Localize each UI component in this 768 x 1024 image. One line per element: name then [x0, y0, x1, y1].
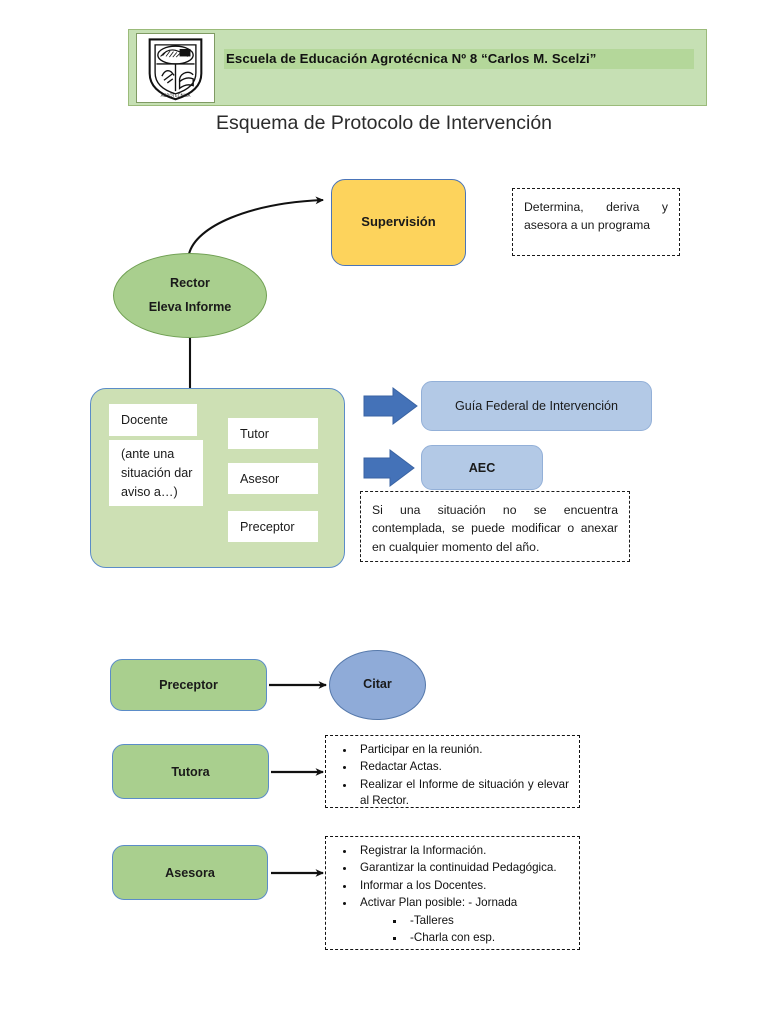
list-item: Activar Plan posible: - Jornada -Tallere… [356, 895, 569, 946]
note-modificar: Si una situación no se encuentra contemp… [360, 491, 630, 562]
block-arrow-guia-federal [363, 387, 418, 425]
svg-text:AGROTECNICA: AGROTECNICA [161, 93, 191, 98]
node-rector[interactable]: Rector Eleva Informe [113, 253, 267, 338]
list-item: Informar a los Docentes. [356, 878, 569, 894]
box-tutor[interactable]: Tutor [228, 418, 318, 449]
asesora-task-note: Registrar la Información. Garantizar la … [325, 836, 580, 950]
list-item: Registrar la Información. [356, 843, 569, 859]
box-docente[interactable]: Docente [109, 404, 197, 436]
tutora-task-list: Participar en la reunión. Redactar Actas… [330, 742, 569, 807]
box-docente-note: (ante una situación dar aviso a…) [109, 440, 203, 506]
arrow-rector-to-supervision [187, 196, 324, 255]
school-crest-logo: AGROTECNICA [136, 33, 215, 103]
box-aec[interactable]: AEC [421, 445, 543, 490]
block-arrow-aec [363, 449, 415, 487]
list-item: Garantizar la continuidad Pedagógica. [356, 860, 569, 876]
asesora-subtask-list: -Talleres -Charla con esp. [360, 913, 569, 947]
list-item: Realizar el Informe de situación y eleva… [356, 777, 569, 807]
role-tutora[interactable]: Tutora [112, 744, 269, 799]
box-asesor[interactable]: Asesor [228, 463, 318, 494]
tutora-task-note: Participar en la reunión. Redactar Actas… [325, 735, 580, 808]
role-preceptor[interactable]: Preceptor [110, 659, 267, 711]
list-item: -Charla con esp. [406, 930, 569, 946]
page-title: Esquema de Protocolo de Intervención [215, 112, 553, 134]
role-asesora[interactable]: Asesora [112, 845, 268, 900]
box-guia-federal[interactable]: Guía Federal de Intervención [421, 381, 652, 431]
list-item: Redactar Actas. [356, 759, 569, 775]
node-citar[interactable]: Citar [329, 650, 426, 720]
list-item-label: Activar Plan posible: - Jornada [360, 896, 518, 910]
rector-line-1: Rector [170, 275, 210, 290]
institution-title: Escuela de Educación Agrotécnica Nº 8 “C… [224, 49, 694, 69]
list-item: -Talleres [406, 913, 569, 929]
list-item: Participar en la reunión. [356, 742, 569, 758]
box-preceptor[interactable]: Preceptor [228, 511, 318, 542]
note-determina: Determina, deriva y asesora a un program… [512, 188, 680, 256]
node-supervision[interactable]: Supervisión [331, 179, 466, 266]
asesora-task-list: Registrar la Información. Garantizar la … [330, 843, 569, 947]
rector-line-2: Eleva Informe [148, 299, 232, 314]
